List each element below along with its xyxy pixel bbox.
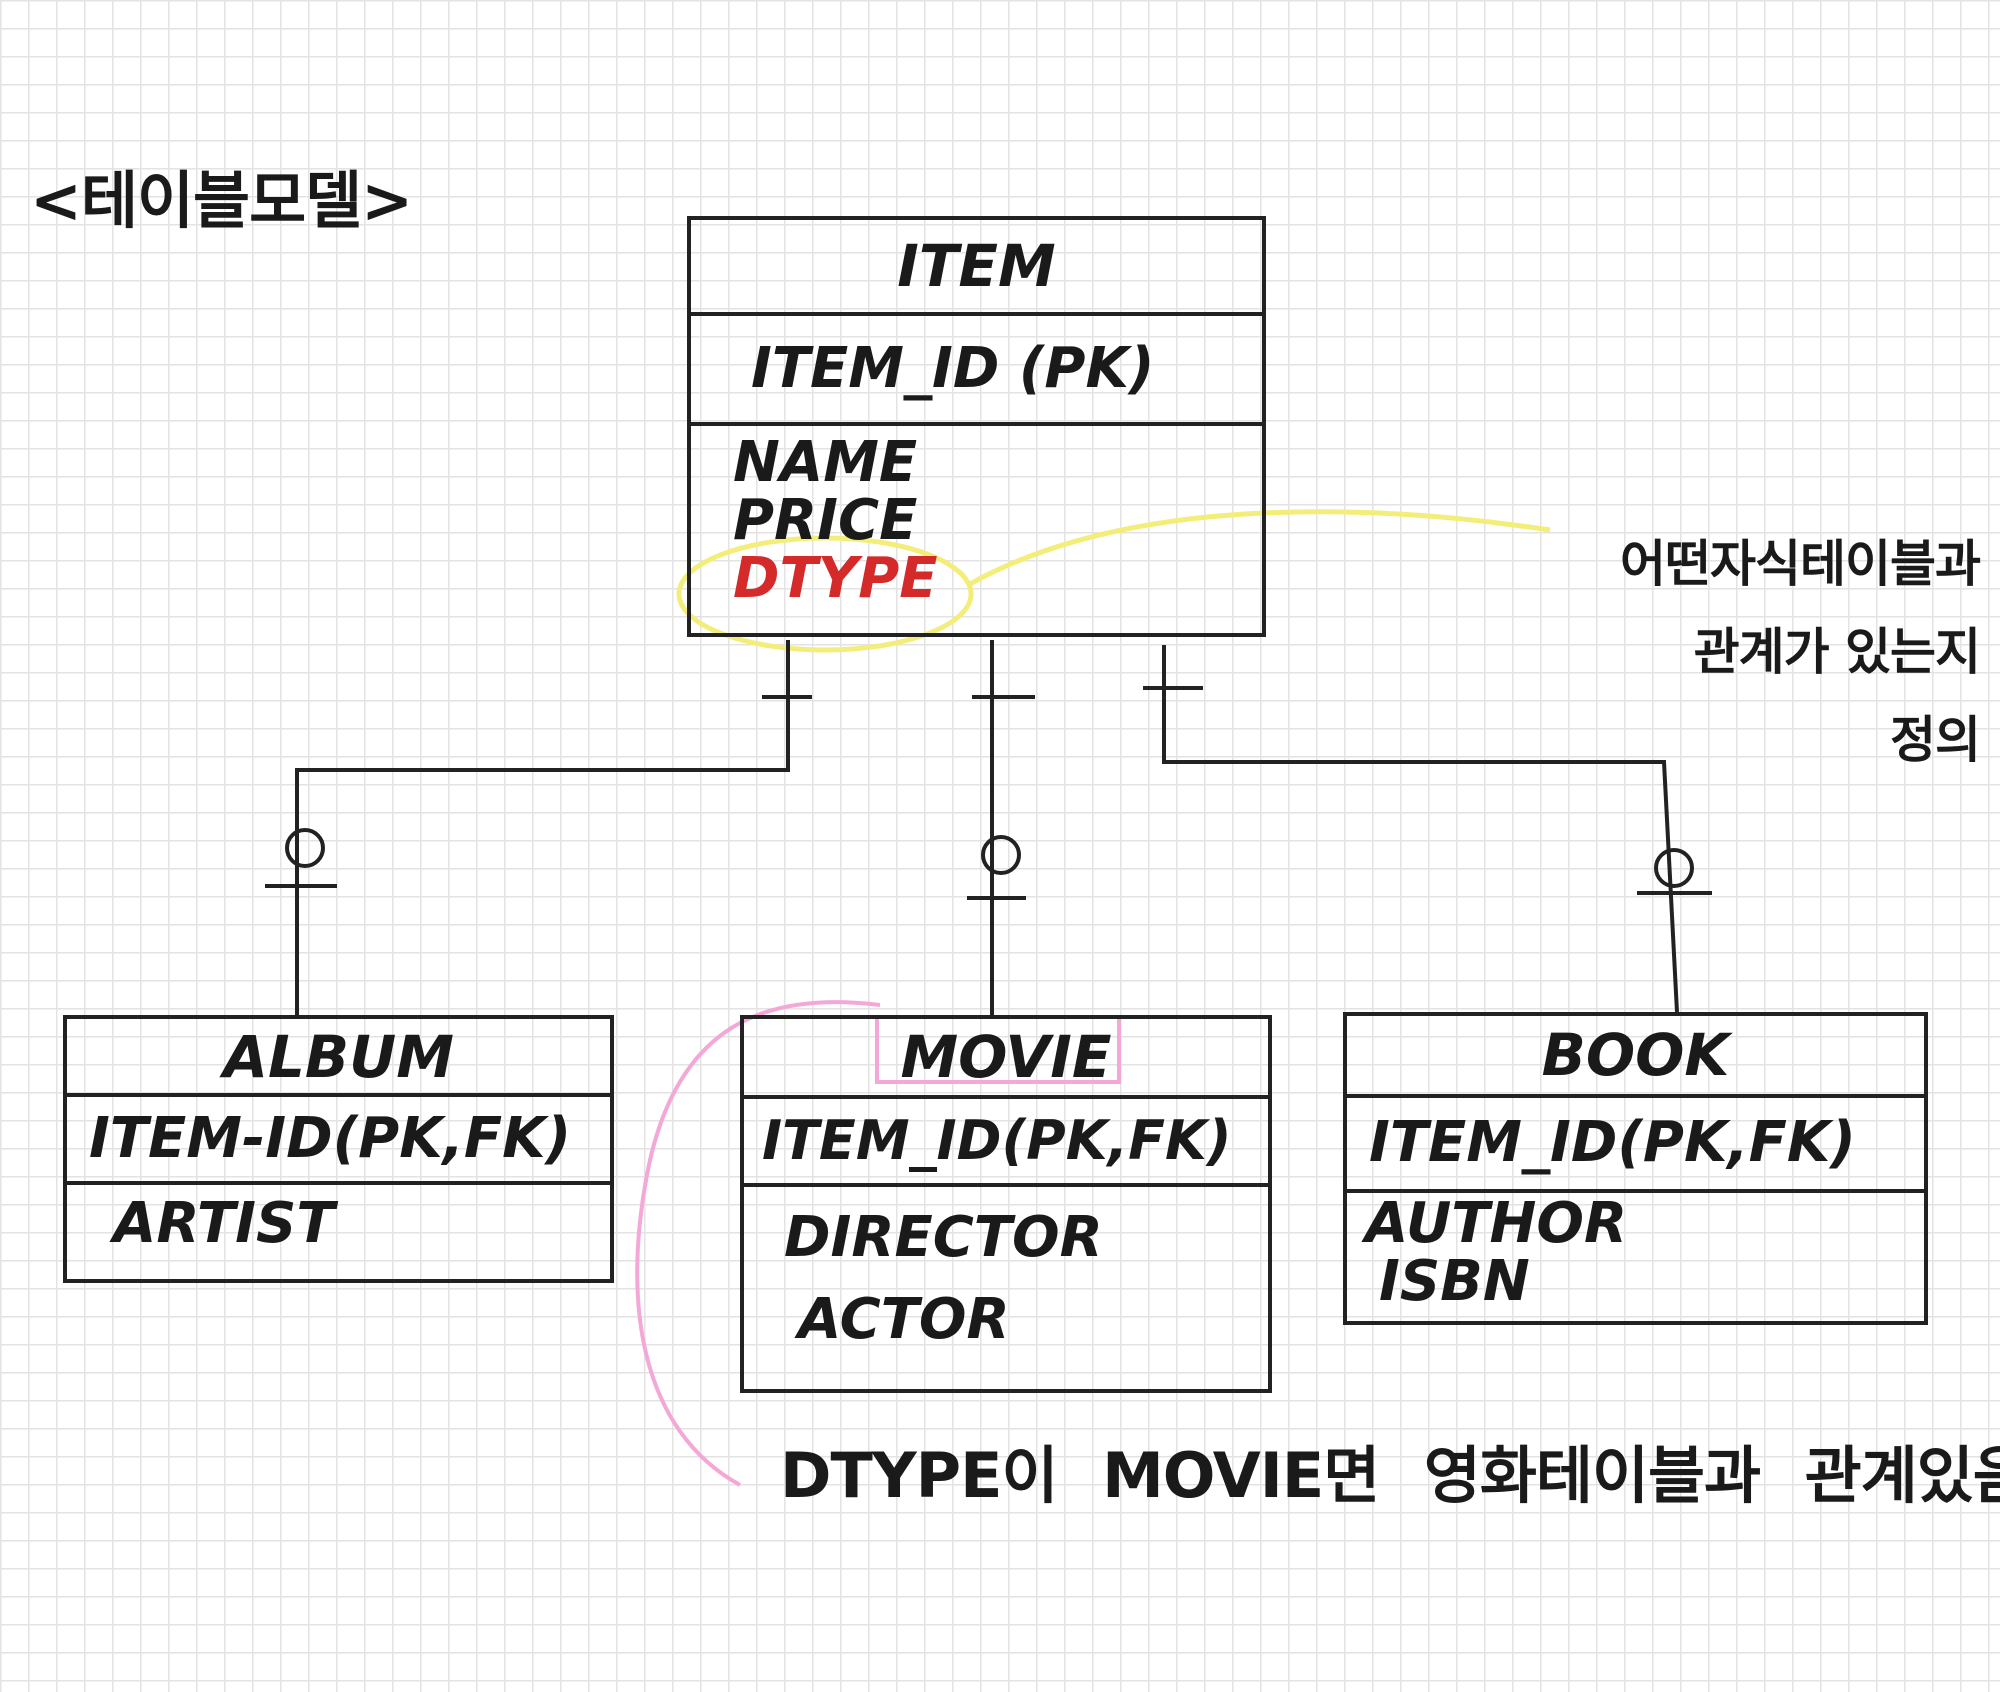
attr-name: NAME [733, 430, 918, 495]
entity-item-name: ITEM [691, 220, 1262, 316]
attr-price: PRICE [733, 488, 918, 553]
dtype-note-line-2: 관계가 있는지 [1693, 623, 1981, 681]
movie-note: DTYPE이 MOVIE면 영화테이블과 관계있음 [780, 1439, 2000, 1512]
dtype-note: 어떤자식테이블과 관계가 있는지 정의 [1560, 520, 1981, 784]
entity-movie-pk: ITEM_ID(PK,FK) [744, 1099, 1268, 1187]
entity-item-pk: ITEM_ID (PK) [691, 316, 1262, 426]
entity-album-attrs: ARTIST [67, 1185, 610, 1253]
attr-director: DIRECTOR [784, 1205, 1103, 1270]
entity-album-name: ALBUM [67, 1019, 610, 1097]
attr-dtype: DTYPE [733, 546, 938, 611]
attr-isbn: ISBN [1379, 1249, 1530, 1314]
zero-mark-album [285, 828, 325, 868]
dtype-callout-line [968, 509, 1551, 587]
entity-book-pk: ITEM_ID(PK,FK) [1347, 1098, 1924, 1193]
entity-album: ALBUM ITEM-ID(PK,FK) ARTIST [63, 1015, 614, 1283]
movie-bracket [635, 1000, 881, 1487]
zero-mark-movie [981, 835, 1021, 875]
entity-album-pk: ITEM-ID(PK,FK) [67, 1097, 610, 1185]
entity-book: BOOK ITEM_ID(PK,FK) AUTHOR ISBN [1343, 1012, 1928, 1325]
diagram-title: <테이블모델> [30, 164, 413, 237]
entity-movie-name: MOVIE [744, 1019, 1268, 1099]
attr-artist: ARTIST [113, 1191, 335, 1256]
entity-movie: MOVIE ITEM_ID(PK,FK) DIRECTOR ACTOR [740, 1015, 1272, 1393]
attr-actor: ACTOR [798, 1287, 1010, 1352]
dtype-note-line-1: 어떤자식테이블과 [1620, 535, 1981, 593]
entity-item-attrs: NAME PRICE DTYPE [691, 426, 1262, 608]
dtype-highlight [676, 535, 974, 653]
relation-item-album [295, 640, 790, 1015]
entity-item: ITEM ITEM_ID (PK) NAME PRICE DTYPE [687, 216, 1266, 637]
attr-author: AUTHOR [1365, 1191, 1628, 1256]
zero-mark-book [1654, 848, 1694, 888]
entity-movie-attrs: DIRECTOR ACTOR [744, 1187, 1268, 1361]
entity-book-name: BOOK [1347, 1016, 1924, 1098]
dtype-note-line-3: 정의 [1890, 711, 1981, 769]
entity-book-attrs: AUTHOR ISBN [1347, 1193, 1924, 1311]
